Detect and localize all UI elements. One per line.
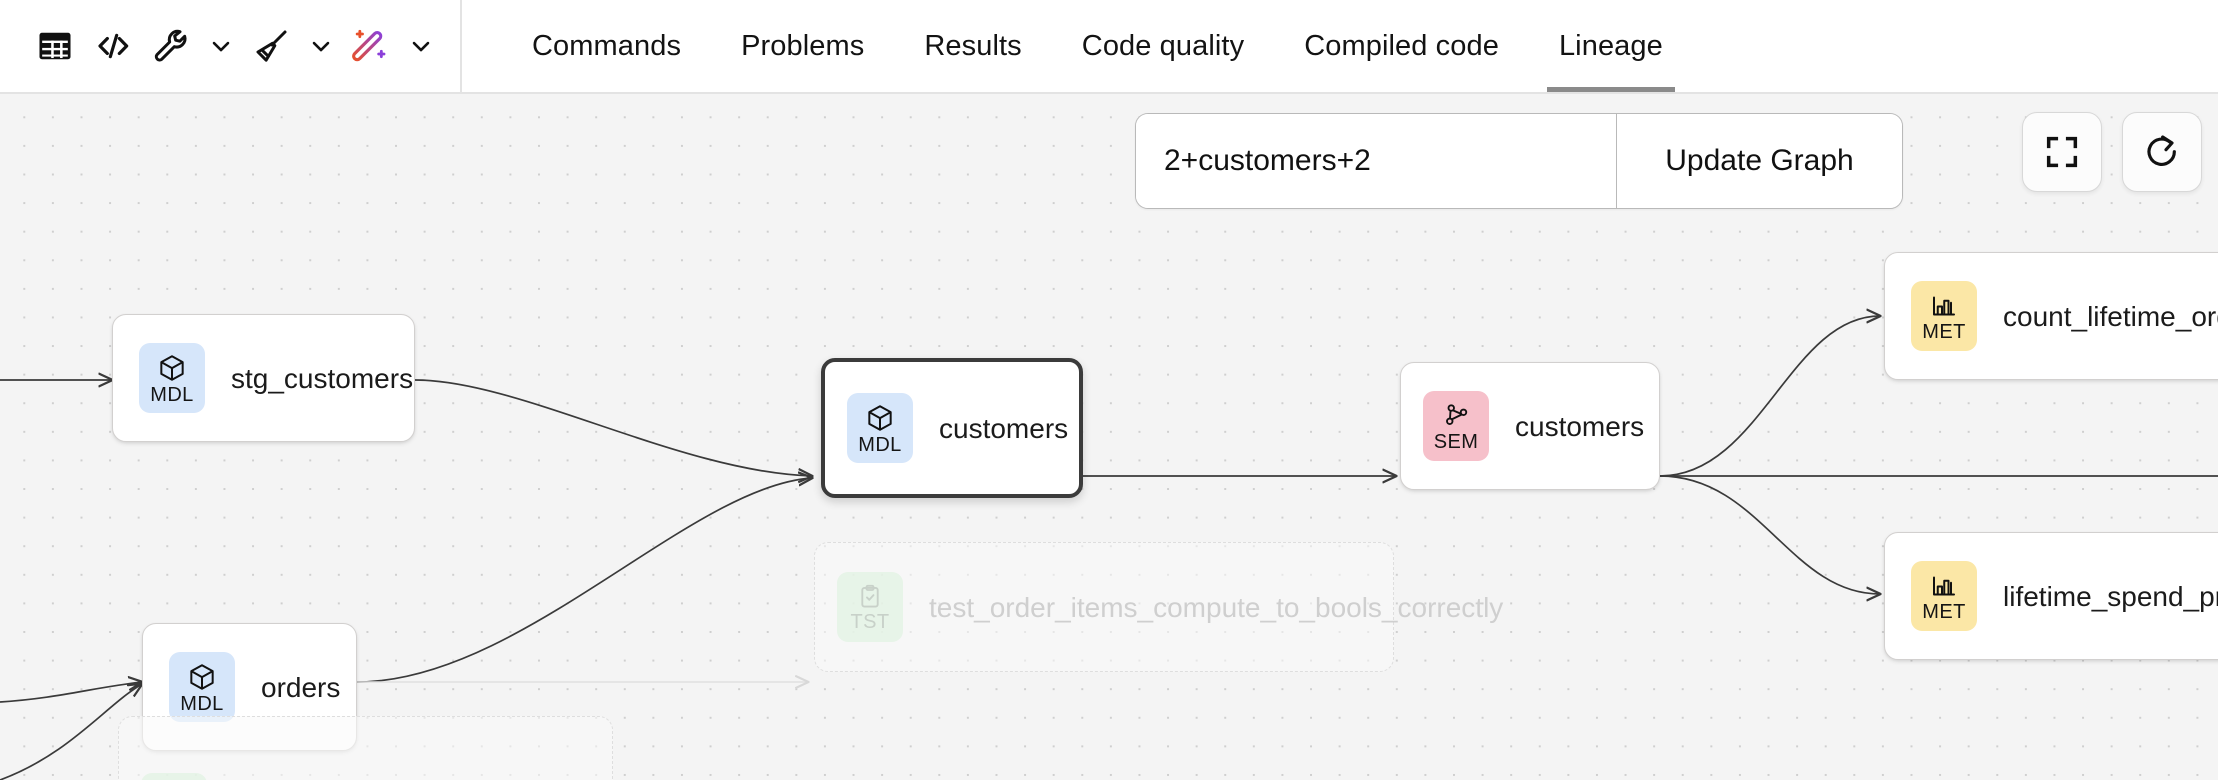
- badge-label: MET: [1922, 320, 1966, 343]
- badge-mdl: MDL: [139, 343, 205, 413]
- editor-tool-group: [0, 0, 462, 92]
- magic-wand-chevron-down-icon[interactable]: [400, 17, 442, 75]
- wrench-icon-glyph: [154, 29, 187, 62]
- badge-label: MDL: [150, 383, 194, 406]
- wrench-icon[interactable]: [142, 17, 200, 75]
- wrench-chevron-down-icon[interactable]: [200, 17, 242, 75]
- node-stg-customers[interactable]: MDL stg_customers: [112, 314, 415, 442]
- edge-in-orders-b: [0, 684, 142, 780]
- graph-search-bar: Update Graph: [1135, 113, 1903, 209]
- node-label: test_order_items_compute_to_bools_correc…: [929, 591, 1504, 623]
- broom-icon[interactable]: [242, 17, 300, 75]
- node-lifetime-spend-pretax[interactable]: MET lifetime_spend_pretax: [1884, 532, 2218, 660]
- badge-met: MET: [1911, 281, 1977, 351]
- network-icon: [1446, 403, 1468, 425]
- graph-search-input[interactable]: [1136, 114, 1616, 208]
- update-graph-button[interactable]: Update Graph: [1616, 114, 1902, 208]
- table-icon[interactable]: [26, 17, 84, 75]
- tab-bar: Commands Problems Results Code quality C…: [502, 0, 1693, 92]
- cube-icon: [868, 404, 892, 431]
- tab-lineage[interactable]: Lineage: [1529, 0, 1693, 92]
- badge-mdl: MDL: [847, 393, 913, 463]
- badge-met: MET: [1911, 561, 1977, 631]
- edge-in-orders-a: [0, 682, 142, 703]
- chevron-down-glyph: [412, 41, 430, 52]
- broom-chevron-down-icon[interactable]: [300, 17, 342, 75]
- refresh-icon[interactable]: [2122, 112, 2202, 192]
- bar-chart-icon: [1933, 576, 1955, 596]
- chevron-down-glyph: [212, 41, 230, 52]
- lineage-canvas[interactable]: Update Graph: [0, 94, 2218, 780]
- magic-wand-icon-glyph: [352, 29, 386, 62]
- badge-tst: TST: [837, 572, 903, 642]
- node-count-lifetime-orders[interactable]: MET count_lifetime_orders: [1884, 252, 2218, 380]
- node-label: count_lifetime_orders: [2003, 300, 2218, 332]
- node-label: orders: [261, 671, 341, 703]
- clipboard-check-icon: [861, 584, 879, 607]
- tab-label: Results: [924, 29, 1022, 62]
- magic-wand-icon[interactable]: [342, 17, 400, 75]
- tab-label: Compiled code: [1304, 29, 1499, 62]
- node-test-order-items[interactable]: TST test_order_items_compute_to_bools_co…: [814, 542, 1504, 672]
- node-customers-sem[interactable]: SEM customers: [1400, 362, 1660, 490]
- node-label: lifetime_spend_pretax: [2003, 580, 2218, 612]
- edge-sem-to-count-lifetime-orders: [1659, 316, 1880, 477]
- badge-tst: TST: [141, 773, 207, 780]
- chevron-down-glyph: [312, 41, 330, 52]
- tab-commands[interactable]: Commands: [502, 0, 711, 92]
- broom-icon-glyph: [256, 30, 287, 62]
- lineage-edges: [0, 94, 2218, 780]
- cube-icon: [190, 663, 214, 690]
- code-icon[interactable]: [84, 17, 142, 75]
- tab-problems[interactable]: Problems: [711, 0, 894, 92]
- fit-to-screen-icon[interactable]: [2022, 112, 2102, 192]
- tab-label: Commands: [532, 29, 682, 62]
- badge-label: MDL: [180, 692, 224, 715]
- bar-chart-icon: [1933, 296, 1955, 316]
- tab-compiled-code[interactable]: Compiled code: [1274, 0, 1529, 92]
- table-icon-glyph: [39, 32, 71, 60]
- code-icon-glyph: [98, 33, 129, 59]
- badge-label: TST: [850, 610, 890, 633]
- node-label: customers: [1515, 410, 1645, 442]
- cube-icon: [160, 354, 184, 381]
- top-toolbar: Commands Problems Results Code quality C…: [0, 0, 2218, 94]
- tab-results[interactable]: Results: [894, 0, 1051, 92]
- node-customers-mdl[interactable]: MDL customers: [821, 358, 1083, 498]
- badge-label: SEM: [1433, 430, 1479, 453]
- node-test-partial[interactable]: TST: [118, 716, 613, 780]
- tab-underline: [1546, 87, 1675, 92]
- tab-label: Code quality: [1081, 29, 1245, 62]
- edge-sem-to-lifetime-spend: [1659, 475, 1880, 594]
- fit-to-screen-glyph: [2046, 136, 2078, 168]
- edge-orders-to-customers: [356, 478, 812, 683]
- tab-label: Problems: [741, 29, 865, 62]
- node-label: customers: [939, 412, 1069, 444]
- badge-label: MDL: [858, 433, 902, 456]
- tab-label: Lineage: [1558, 29, 1663, 62]
- badge-label: MET: [1922, 600, 1966, 623]
- refresh-glyph: [2147, 135, 2176, 166]
- canvas-controls: [2022, 112, 2202, 192]
- badge-sem: SEM: [1423, 391, 1489, 461]
- tab-code-quality[interactable]: Code quality: [1052, 0, 1274, 92]
- node-label: stg_customers: [231, 362, 414, 394]
- edge-stg-to-customers: [414, 379, 812, 476]
- badge-mdl: MDL: [169, 652, 235, 722]
